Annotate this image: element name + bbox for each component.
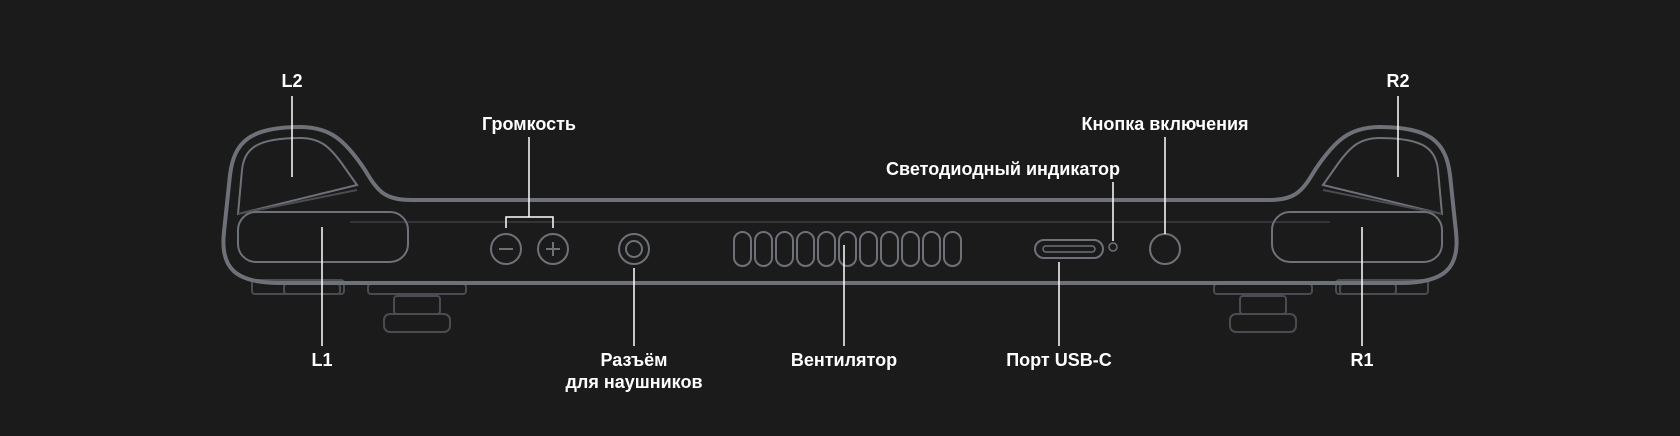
left-bumper-l1	[237, 211, 409, 263]
fan-vent-slot	[817, 231, 836, 267]
label-usb-port: Порт USB-C	[1006, 350, 1112, 370]
right-bumper-r1	[1271, 211, 1443, 263]
label-r2: R2	[1386, 71, 1410, 91]
fan-vent-slot	[733, 231, 752, 267]
fan-vent-slot	[901, 231, 920, 267]
label-power-button: Кнопка включения	[1081, 114, 1249, 134]
right-trigger-r2	[1321, 136, 1444, 216]
label-l2: L2	[281, 71, 303, 91]
label-headphone-jack-line2: для наушников	[565, 372, 703, 392]
label-r1: R1	[1350, 350, 1374, 370]
power-button	[1149, 233, 1181, 265]
label-fan: Вентилятор	[790, 350, 898, 370]
label-l1: L1	[311, 350, 333, 370]
fan-vent-slot	[859, 231, 878, 267]
headphone-jack	[618, 233, 650, 265]
leader-lines	[291, 96, 1399, 346]
led-indicator	[1108, 242, 1118, 252]
label-headphone-jack-line1: Разъём	[600, 350, 668, 370]
fan-vent-slot	[838, 231, 857, 267]
device-body-outline	[221, 125, 1459, 285]
fan-vent-slot	[796, 231, 815, 267]
rear-bumpers-left	[251, 279, 467, 333]
fan-vent-slot	[943, 231, 962, 267]
volume-down-button	[490, 233, 522, 265]
fan-vent-slot	[880, 231, 899, 267]
volume-up-button	[537, 233, 569, 265]
rear-bumpers-right	[1213, 279, 1429, 333]
label-volume: Громкость	[481, 114, 577, 134]
label-led-indicator: Светодиодный индикатор	[886, 159, 1120, 179]
label-headphone-jack: Разъём для наушников	[565, 349, 702, 393]
fan-vent-slot	[922, 231, 941, 267]
fan-vents	[733, 231, 962, 267]
left-trigger-l2	[236, 136, 359, 216]
usb-c-port	[1034, 239, 1104, 259]
fan-vent-slot	[754, 231, 773, 267]
fan-vent-slot	[775, 231, 794, 267]
